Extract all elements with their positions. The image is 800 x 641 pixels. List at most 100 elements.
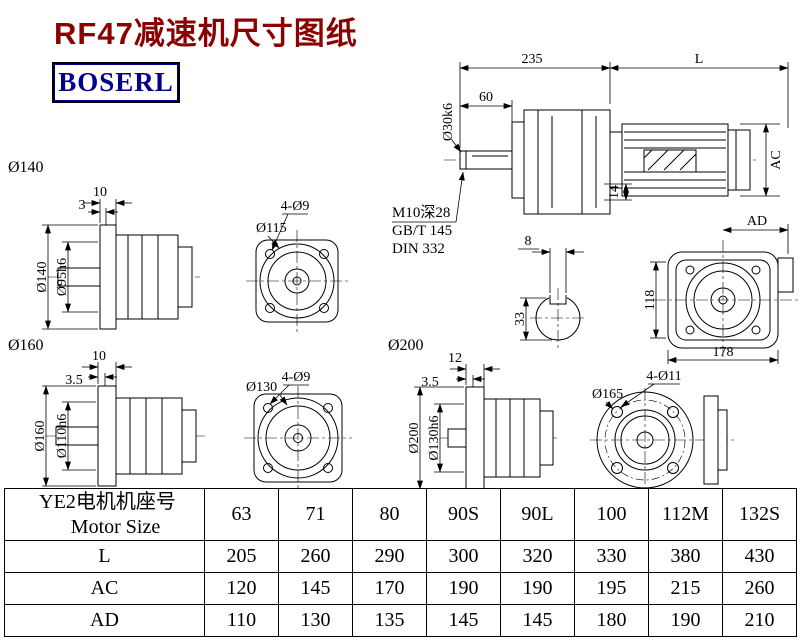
value-cell: 290: [352, 540, 427, 573]
dim-115-holes: 4-Ø9: [281, 199, 310, 214]
value-cell: 205: [204, 540, 279, 573]
frame-size-cell: 71: [278, 488, 353, 541]
value-cell: 330: [574, 540, 649, 573]
motor-adapter: [609, 131, 623, 189]
row-label-cell: AD: [4, 604, 205, 637]
dim-200-outer: Ø200: [407, 422, 422, 453]
motor-nameplate: [643, 149, 697, 173]
motor-size-label-en: Motor Size: [70, 516, 161, 538]
value-cell: 145: [278, 572, 353, 605]
frame-size-cell: 100: [574, 488, 649, 541]
dim-178: 178: [713, 345, 734, 360]
dim-L: L: [695, 52, 704, 67]
dim-60: 60: [479, 90, 493, 105]
motor-size-table: YE2电机机座号 Motor Size 63 71 80 90S 90L 100…: [4, 488, 797, 637]
dim-115-circle: Ø115: [256, 221, 287, 236]
dim-200-35: 3.5: [421, 375, 439, 390]
motor-size-header-cell: YE2电机机座号 Motor Size: [4, 488, 205, 541]
view-label-160: Ø160: [8, 337, 44, 354]
value-cell: 135: [352, 604, 427, 637]
dim-160-35: 3.5: [65, 373, 83, 388]
value-cell: 320: [500, 540, 575, 573]
value-cell: 260: [722, 572, 797, 605]
dim-14: 14: [607, 185, 622, 199]
note-thread: M10深28: [392, 204, 450, 221]
frame-size-cell: 90L: [500, 488, 575, 541]
dim-200-spigot: Ø130h6: [427, 415, 442, 460]
dimension-drawing: 235 L 60 Ø30k6 AC 14 M10深28 GB/T 145 DIN…: [8, 52, 798, 490]
gearbox-housing: [523, 109, 611, 215]
dim-shaft-diameter: Ø30k6: [441, 103, 456, 141]
table-row-AC: AC 120 145 170 190 190 195 215 260: [4, 572, 797, 605]
dim-235: 235: [522, 52, 543, 67]
dim-key-width: 8: [525, 234, 532, 249]
value-cell: 190: [500, 572, 575, 605]
dim-140-spigot: Ø95h6: [55, 258, 70, 296]
gearmotor-side-view: [444, 109, 758, 215]
flange160-side-view: Ø160 10 3.5 Ø160 Ø110h6: [8, 337, 205, 487]
boserl-logo-text: BOSERL: [58, 67, 174, 97]
motor-rear-view: AD 118 178: [643, 214, 798, 364]
frame-size-cell: 112M: [648, 488, 723, 541]
dim-165-holes: 4-Ø11: [646, 369, 681, 384]
output-shaft: [459, 150, 513, 170]
value-cell: 170: [352, 572, 427, 605]
frame-size-cell: 90S: [426, 488, 501, 541]
dim-160-outer: Ø160: [33, 420, 48, 451]
dim-AC: AC: [769, 150, 784, 169]
boserl-logo-box: BOSERL: [52, 62, 180, 103]
dim-165-circle: Ø165: [592, 387, 623, 402]
dim-AD: AD: [747, 214, 767, 229]
value-cell: 210: [722, 604, 797, 637]
value-cell: 180: [574, 604, 649, 637]
table-row-L: L 205 260 290 300 320 330 380 430: [4, 540, 797, 573]
flange200-side-view: Ø200 12 3.5 Ø200 Ø130h6: [388, 337, 560, 490]
flange140-side-view: Ø140 10 3 Ø140 Ø95h6: [8, 159, 200, 330]
value-cell: 260: [278, 540, 353, 573]
dim-160-10: 10: [92, 349, 106, 364]
value-cell: 130: [278, 604, 353, 637]
value-cell: 190: [426, 572, 501, 605]
table-header-row: YE2电机机座号 Motor Size 63 71 80 90S 90L 100…: [4, 488, 797, 541]
page-title: RF47减速机尺寸图纸: [54, 16, 358, 51]
value-cell: 380: [648, 540, 723, 573]
frame-size-cell: 80: [352, 488, 427, 541]
dim-118: 118: [643, 290, 658, 310]
value-cell: 145: [426, 604, 501, 637]
value-cell: 300: [426, 540, 501, 573]
note-gbt-standard: GB/T 145: [392, 223, 452, 239]
note-din-standard: DIN 332: [392, 241, 445, 257]
shaft-thread-notes: M10深28 GB/T 145 DIN 332: [392, 171, 465, 257]
view-label-200: Ø200: [388, 337, 424, 354]
terminal-box: [777, 257, 794, 293]
flange130-front-view: 4-Ø9 Ø130: [244, 370, 352, 490]
flange115-front-view: 4-Ø9 Ø115: [246, 199, 348, 332]
table-row-AD: AD 110 130 135 145 145 180 190 210: [4, 604, 797, 637]
row-label-cell: L: [4, 540, 205, 573]
motor-size-label-cn: YE2电机机座号: [39, 491, 176, 513]
frame-size-cell: 63: [204, 488, 279, 541]
value-cell: 120: [204, 572, 279, 605]
dim-130-circle: Ø130: [246, 380, 277, 395]
flange165-front-view: 4-Ø11 Ø165: [590, 369, 736, 490]
row-label-cell: AC: [4, 572, 205, 605]
dim-200-12: 12: [448, 351, 462, 366]
value-cell: 190: [648, 604, 723, 637]
value-cell: 430: [722, 540, 797, 573]
dim-140-outer: Ø140: [35, 261, 50, 292]
dim-130-holes: 4-Ø9: [282, 370, 311, 385]
value-cell: 215: [648, 572, 723, 605]
shaft-keyway-section: 8 33: [513, 234, 586, 348]
frame-size-cell: 132S: [722, 488, 797, 541]
fan-cover: [727, 129, 751, 191]
side-view-dimensions: 235 L 60 Ø30k6 AC 14: [441, 52, 789, 201]
value-cell: 110: [204, 604, 279, 637]
value-cell: 195: [574, 572, 649, 605]
gearbox-front-flange: [511, 121, 525, 199]
dim-140-3: 3: [79, 198, 86, 213]
dim-33: 33: [513, 312, 528, 326]
view-label-140: Ø140: [8, 159, 44, 176]
dim-140-10: 10: [93, 185, 107, 200]
value-cell: 145: [500, 604, 575, 637]
